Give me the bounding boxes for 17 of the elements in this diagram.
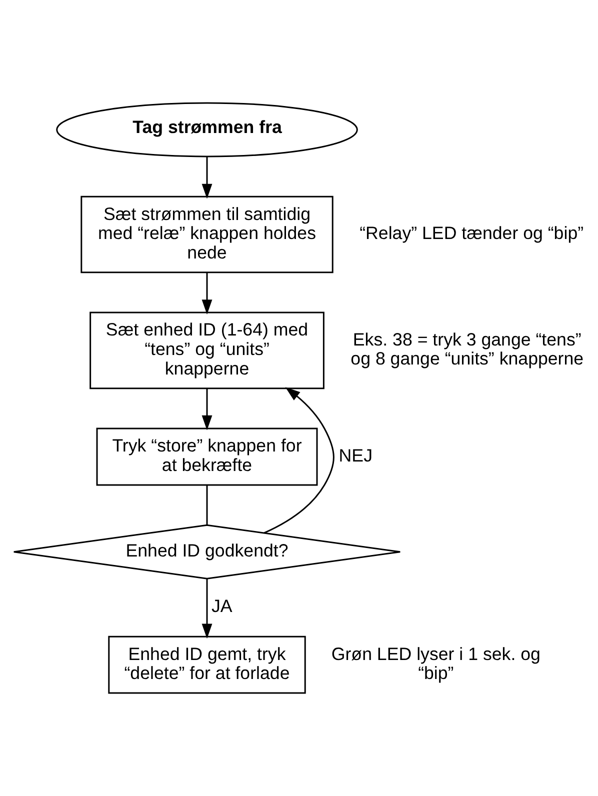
node-label: Grøn LED lyser i 1 sek. og “bip” bbox=[331, 644, 540, 684]
node-box: Sæt enhed ID (1-64) med “tens” og “units” knapperne bbox=[90, 312, 324, 390]
connector bbox=[206, 485, 208, 525]
arrow bbox=[202, 388, 212, 430]
node-box: Tryk “store” knappen for at bekræfte bbox=[96, 428, 318, 486]
node-ellipse: Tag strømmen fra bbox=[56, 102, 358, 158]
edge-label: NEJ bbox=[338, 445, 372, 466]
arrow bbox=[264, 387, 334, 534]
node-diamond: Enhed ID godkendt? bbox=[13, 524, 401, 580]
node-label: “Relay” LED tænder og “bip” bbox=[360, 223, 584, 244]
arrow bbox=[202, 156, 212, 199]
node-box: Enhed ID gemt, tryk “delete” for at forlade bbox=[108, 636, 306, 694]
arrow bbox=[202, 272, 212, 315]
edge-label: JA bbox=[211, 596, 232, 616]
node-label: Eks. 38 = tryk 3 gange “tens” og 8 gange “units” knapperne bbox=[350, 329, 584, 369]
arrow bbox=[202, 578, 212, 639]
node-box: Sæt strømmen til samtidig med “relæ” knappen holdes nede bbox=[80, 196, 334, 274]
